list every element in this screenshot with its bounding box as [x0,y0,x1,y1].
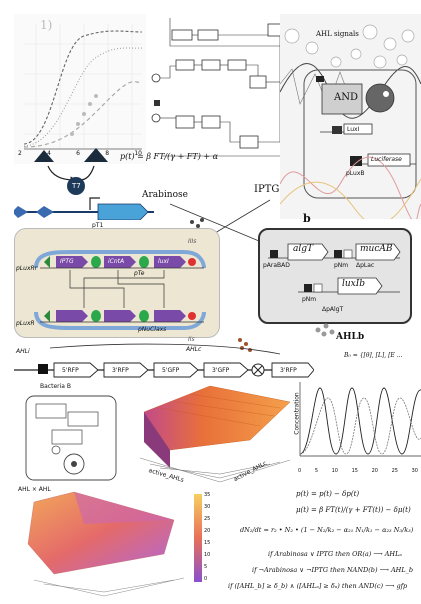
colorbar-tick: 20 [204,528,211,534]
colorbar-tick: 0 [204,576,208,582]
t7-label: T7 [72,182,81,190]
x-tick-labels: 2 4 6 8 10 [18,150,142,157]
gene-part: 3'RFP [112,367,129,374]
time-series-xticks: 0 5 10 15 20 25 30 [298,468,418,474]
panel-b-part: ΔpAlgT [322,306,344,313]
block-diagram [151,18,283,157]
colorbar-tick: 25 [204,516,211,522]
gene-track [14,362,314,378]
x-tick: 15 [351,468,358,474]
cell-a-part: pLuxRr [16,265,38,272]
x-tick: 4 [47,150,51,157]
x-tick: 0 [298,468,302,474]
panel-b-part: pNm [302,296,317,303]
luciferase-label: Luciferase [371,156,402,163]
and-gate-label: AND [334,92,358,103]
colorbar-tick: 5 [204,564,208,570]
arabinose-label: Arabinose [142,190,188,200]
gene-part: 3'GFP [212,367,230,374]
luxi-label: LuxI [347,126,360,133]
gene-part: 5'RFP [62,367,79,374]
x-tick: 30 [411,468,418,474]
plux-b-label: pLuxB [346,170,365,177]
cell-a-diagram [34,250,206,330]
x-tick: 6 [76,150,80,157]
panel-b-part: mucAB [360,244,393,254]
flow-arrow [49,343,281,355]
colorbar-tick: 35 [204,492,211,498]
cell-a-inner: IIIs [188,238,197,245]
ahli-label: AHLi [16,348,30,355]
logic-rule: if Arabinosa ∨ IPTG then OR(a) ⟶ AHLₐ [268,550,402,558]
surface-plot-1 [139,385,291,483]
plot-label: 1) [40,18,53,32]
surface-plot-2 [27,491,202,597]
panel-b-label: b [303,212,311,225]
ahlc-label: AHLc [186,346,202,353]
equation: p(t) = p(t) − δp(t) [296,490,360,498]
x-tick: 8 [105,150,110,157]
cell-a-part: pLuxR [16,320,35,327]
ahlb-label: AHLb [336,332,365,342]
equation: dN₂/dt = r₂ • N₂ • (1 − N₂/k₂ − α₂₁ N₁/k… [240,526,414,534]
time-series-ylabel: Concentration [293,392,301,435]
panel-b-part: pAraBAD [263,262,290,269]
cell-a-part: pTe [134,270,145,277]
x-tick: 10 [331,468,338,474]
logic-rule: if ([AHL_b] ≥ δ_b) ∧ ([AHLₐ] ≥ δₐ) then … [228,582,408,590]
time-series-plot [290,378,421,466]
cell-a-part: luxI [158,258,169,265]
colorbar-tick: 15 [204,540,211,546]
panel-b-part: luxIb [342,279,366,289]
colorbar-ticks: 35 30 25 20 15 10 5 0 [204,492,210,582]
gene-part: 5'GFP [162,367,180,374]
equation: μ(t) = β FT(t)/(γ + FT(t)) − δμ(t) [296,506,411,514]
gene-part: 3'RFP [280,367,297,374]
bacteria-b-label: Bacteria B [40,383,71,390]
cell-a-part: iCntA [108,258,125,265]
colorbar-tick: 10 [204,552,211,558]
ahl-signals-label: AHL signals [316,30,359,38]
panel-b-part: ΔpLac [356,262,375,269]
pt1-label: pT1 [92,222,104,229]
x-tick: 2 [18,150,22,157]
cell-a-part: IPTG [60,258,74,265]
b-equation: B₀ = {[θ], [L], [E ... [344,352,403,359]
sigmoid-plot [14,14,146,164]
bacteria-b-diagram [25,395,117,481]
ahlc-dots [238,338,252,352]
x-tick: 20 [371,468,378,474]
cell-a-part: pNuClaxs [138,326,167,333]
logic-rule: if ¬Arabinosa ∨ ¬IPTG then NAND(b) ⟶ AHL… [252,566,414,574]
surface2-zlabel: AHL × AHL [18,486,51,493]
ahlb-dots [315,323,335,337]
panel-b-part: algT [293,244,314,254]
t7-circuit [14,148,154,220]
x-tick: 5 [314,468,318,474]
ahl-signals-panel [280,14,421,219]
panel-b-diagram [268,243,401,295]
x-tick: 25 [391,468,398,474]
equation-top: p(t) = β FT/(γ + FT) + α [120,152,219,161]
x-tick: 10 [134,150,142,157]
panel-b-part: pNm [334,262,349,269]
cell-a-inner: IIs [188,336,195,343]
colorbar-tick: 30 [204,504,211,510]
iptg-label: IPTG [254,184,280,195]
